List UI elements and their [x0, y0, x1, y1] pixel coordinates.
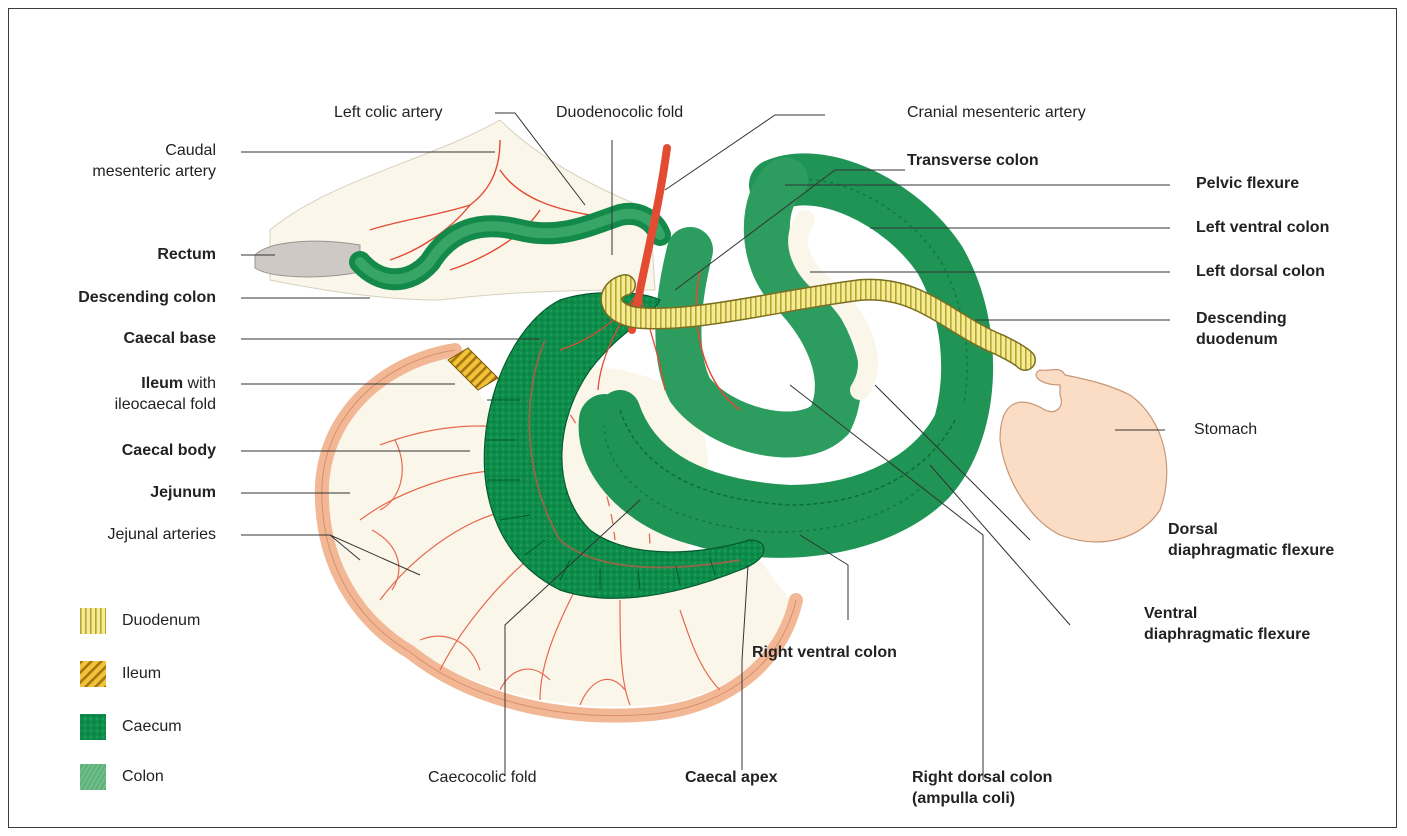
legend-swatch-caecum: [80, 714, 106, 740]
label-ileocaecal-fold: ileocaecal fold: [40, 395, 216, 415]
legend-label-colon: Colon: [122, 767, 164, 787]
label-ventral-df-2: diaphragmatic flexure: [1144, 625, 1310, 645]
label-caudal-line2: mesenteric artery: [60, 162, 216, 182]
label-dorsal-df-1: Dorsal: [1168, 520, 1218, 540]
label-ileum-line1: Ileum with: [60, 374, 216, 394]
label-right-dorsal-colon-2: (ampulla coli): [912, 789, 1015, 809]
label-cranial-mesenteric-artery: Cranial mesenteric artery: [907, 103, 1086, 123]
stomach-shape: [1000, 369, 1167, 541]
label-descending-duodenum-1: Descending: [1196, 309, 1287, 329]
label-right-dorsal-colon-1: Right dorsal colon: [912, 768, 1052, 788]
label-caecocolic-fold: Caecocolic fold: [428, 768, 537, 788]
legend-swatch-duodenum: [80, 608, 106, 634]
label-caudal-line1: Caudal: [60, 141, 216, 161]
label-descending-duodenum-2: duodenum: [1196, 330, 1278, 350]
label-transverse-colon: Transverse colon: [907, 151, 1039, 171]
label-caecal-base: Caecal base: [60, 329, 216, 349]
label-stomach: Stomach: [1194, 420, 1257, 440]
label-caecal-body: Caecal body: [60, 441, 216, 461]
label-caecal-apex: Caecal apex: [685, 768, 778, 788]
label-pelvic-flexure: Pelvic flexure: [1196, 174, 1299, 194]
legend-label-caecum: Caecum: [122, 717, 182, 737]
label-ileum-with: with: [183, 375, 216, 392]
label-left-dorsal-colon: Left dorsal colon: [1196, 262, 1325, 282]
label-duodenocolic-fold: Duodenocolic fold: [556, 103, 683, 123]
legend-label-duodenum: Duodenum: [122, 611, 200, 631]
label-descending-colon: Descending colon: [20, 288, 216, 308]
label-jejunal-arteries: Jejunal arteries: [40, 525, 216, 545]
legend-swatch-ileum: [80, 661, 106, 687]
label-right-ventral-colon: Right ventral colon: [752, 643, 897, 663]
label-dorsal-df-2: diaphragmatic flexure: [1168, 541, 1334, 561]
rectum-shape: [255, 241, 360, 277]
label-ventral-df-1: Ventral: [1144, 604, 1197, 624]
legend-label-ileum: Ileum: [122, 664, 161, 684]
legend-swatch-colon: [80, 764, 106, 790]
label-rectum: Rectum: [60, 245, 216, 265]
label-jejunum: Jejunum: [60, 483, 216, 503]
label-left-colic-artery: Left colic artery: [334, 103, 442, 123]
label-left-ventral-colon: Left ventral colon: [1196, 218, 1329, 238]
label-ileum-bold: Ileum: [141, 375, 183, 392]
